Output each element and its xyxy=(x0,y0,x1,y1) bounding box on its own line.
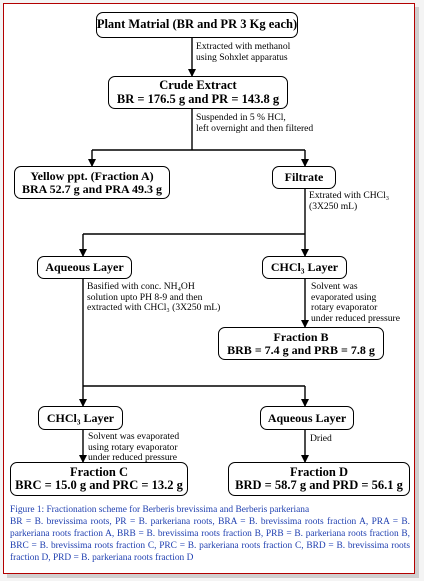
node-fraction-b: Fraction B BRB = 7.4 g and PRB = 7.8 g xyxy=(218,327,384,360)
node-fraction-b-title: Fraction B xyxy=(273,329,329,344)
node-fraction-d: Fraction D BRD = 58.7 g and PRD = 56.1 g xyxy=(228,462,410,496)
node-fraction-a-title: Yellow ppt. (Fraction A) xyxy=(30,168,154,183)
caption-title: Figure 1: Fractionation scheme for Berbe… xyxy=(10,505,310,515)
note-hcl-suspension: Suspended in 5 % HCl, left overnight and… xyxy=(196,112,314,134)
node-fraction-b-values: BRB = 7.4 g and PRB = 7.8 g xyxy=(227,342,375,357)
node-fraction-d-title: Fraction D xyxy=(290,464,348,479)
note-methanol-extraction: Extracted with methanol using Sohxlet ap… xyxy=(196,41,291,63)
note-dried: Dried xyxy=(310,433,332,444)
node-plant-material: Plant Matrial (BR and PR 3 Kg each) xyxy=(96,12,298,38)
node-fraction-a: Yellow ppt. (Fraction A) BRA 52.7 g and … xyxy=(14,166,170,199)
node-fraction-c-title: Fraction C xyxy=(70,464,128,479)
node-chcl3-layer-1: CHCl₃ Layer xyxy=(262,256,347,279)
note-chcl3-extraction: Extrated with CHCl₃ (3X250 mL) xyxy=(309,190,390,212)
node-fraction-d-values: BRD = 58.7 g and PRD = 56.1 g xyxy=(235,478,403,492)
node-fraction-a-values: BRA 52.7 g and PRA 49.3 g xyxy=(21,181,163,196)
node-crude-extract-title: Crude Extract xyxy=(159,78,237,93)
node-fraction-c-values: BRC = 15.0 g and PRC = 13.2 g xyxy=(15,478,183,492)
figure-caption: Figure 1: Fractionation scheme for Berbe… xyxy=(10,504,410,564)
node-chcl3-layer-1-label: CHCl₃ Layer xyxy=(270,260,339,275)
note-solvent-evaporated-c: Solvent was evaporated using rotary evap… xyxy=(88,431,180,464)
node-filtrate: Filtrate xyxy=(272,166,336,189)
note-basified-extraction: Basified with conc. NH₄OH solution upto … xyxy=(87,281,221,314)
node-aqueous-layer-2: Aqueous Layer xyxy=(260,406,354,430)
node-fraction-c: Fraction C BRC = 15.0 g and PRC = 13.2 g xyxy=(10,462,188,496)
node-plant-material-label: Plant Matrial (BR and PR 3 Kg each) xyxy=(96,17,298,32)
node-crude-extract: Crude Extract BR = 176.5 g and PR = 143.… xyxy=(108,76,288,109)
note-solvent-evaporated-b: Solvent was evaporated using rotary evap… xyxy=(311,281,400,325)
node-filtrate-label: Filtrate xyxy=(284,170,324,185)
node-aqueous-layer-1-label: Aqueous Layer xyxy=(45,260,124,275)
node-chcl3-layer-2-label: CHCl₃ Layer xyxy=(46,410,115,425)
node-aqueous-layer-2-label: Aqueous Layer xyxy=(267,410,347,425)
node-aqueous-layer-1: Aqueous Layer xyxy=(37,256,132,279)
caption-body: BR = B. brevissima roots, PR = B. parker… xyxy=(10,517,410,564)
node-chcl3-layer-2: CHCl₃ Layer xyxy=(38,406,123,430)
node-crude-extract-values: BR = 176.5 g and PR = 143.8 g xyxy=(116,91,280,106)
